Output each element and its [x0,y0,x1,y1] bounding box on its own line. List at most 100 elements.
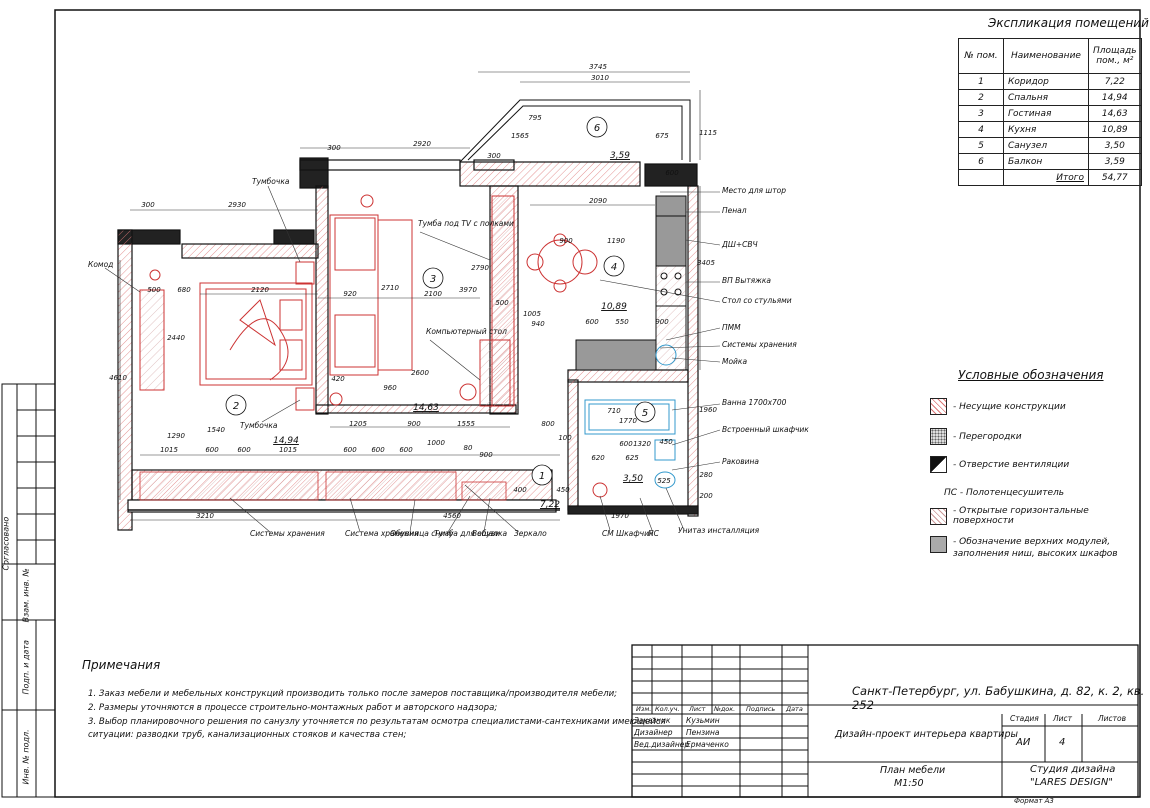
cell: 10,89 [1088,121,1142,138]
dim: 4560 [443,512,461,520]
label: Системы хранения [722,340,797,349]
label: ПММ [722,323,741,332]
label: Обувница снизу [390,529,454,538]
explication-title: Экспликация помещений [988,16,1149,30]
dim: 600 [371,446,385,454]
tb-person: Кузьмин [686,716,720,725]
dim: 3745 [589,63,607,71]
leader-lines [104,185,721,533]
dim: 1290 [167,432,185,440]
room-area: 7,22 [540,500,560,510]
dim: 620 [591,454,605,462]
label: Тумба для обуви [434,529,500,538]
notes-title: Примечания [82,658,161,672]
label: Место для штор [722,186,786,195]
dim: 600 [585,318,599,326]
room-number: 1 [539,471,545,482]
dim: 1555 [457,420,475,428]
tb-role: Дизайнер [634,728,673,737]
dim: 900 [407,420,421,428]
dim: 1015 [279,446,297,454]
tb-studio-2: "LARES DESIGN" [1030,777,1113,788]
dim: 300 [487,152,501,160]
dim: 3010 [591,74,609,82]
note-item: 1. Заказ мебели и мебельных конструкций … [88,689,618,699]
legend-label: - Отверстие вентиляции [953,459,1070,470]
stamp-vzam: Взам. инв. № [21,568,31,623]
cell: 4 [958,121,1004,138]
cell: Спальня [1003,89,1089,106]
label: Зеркало [514,529,547,538]
label: Тумбочка [240,421,278,430]
tb-sheet-label: Лист [1053,714,1073,723]
room-number: 2 [233,401,239,412]
room-number: 5 [642,408,648,419]
cell: 3,59 [1088,153,1142,170]
dim: 100 [558,434,572,442]
dim: 600 [343,446,357,454]
legend-swatch-vent [930,456,947,473]
stamp-podp: Подп. и дата [21,640,31,695]
tb-studio-1: Студия дизайна [1030,764,1116,775]
tb-person: Пензина [686,728,720,737]
cell: 3,50 [1088,137,1142,154]
dim: 960 [383,384,397,392]
legend-label: - Открытые горизонтальные поверхности [953,506,1089,526]
legend-label: ПС - Полотенцесушитель [944,488,1065,498]
dim: 420 [331,375,345,383]
tb-person: Ермаченко [686,740,729,749]
tb-role: Вед.дизайнер [634,740,690,749]
label: Пенал [722,206,747,215]
tb-format: Формат А3 [1014,797,1054,805]
dim: 3970 [459,286,477,294]
legend-title: Условные обозначения [958,368,1104,382]
dim: 2120 [251,286,269,294]
dim: 2790 [471,264,489,272]
cell: 2 [958,89,1004,106]
note-item: ситуации: разводки труб, канализационных… [88,730,407,740]
tb-col: Дата [786,705,803,713]
label: ВП Вытяжка [722,276,771,285]
label: Система хранения [345,529,419,538]
dim: 900 [479,451,493,459]
tb-stage: АИ [1016,737,1031,748]
dim: 1115 [699,129,717,137]
dim: 3405 [697,259,715,267]
legend-item: - Перегородки [930,428,1022,445]
legend-label: - Перегородки [953,431,1022,442]
col-area: Площадь пом., м² [1088,38,1142,74]
legend-swatch-dots [930,428,947,445]
tb-col: №док. [714,705,736,713]
dim: 300 [141,201,155,209]
dim: 900 [655,318,669,326]
legend-label: - Обозначение верхних модулей, заполнени… [953,537,1118,559]
furniture-labels: Тумбочка Комод Тумба под TV с полками Ко… [88,177,809,538]
dim: 600 [205,446,219,454]
tb-drawing-name: План мебели [880,765,946,776]
dim: 2710 [381,284,399,292]
dim: 1190 [607,237,625,245]
cell: Балкон [1003,153,1089,170]
col-num: № пом. [958,38,1004,74]
tb-col: Подпись [746,705,776,713]
cell: Коридор [1003,73,1089,90]
dim: 450 [659,438,673,446]
kitchen-furniture [526,195,687,371]
legend-item: ПС - Полотенцесушитель [944,488,1064,498]
room-number: 6 [594,123,600,134]
cell: 14,63 [1088,105,1142,122]
room-area: 14,94 [273,436,299,446]
dim: 450 [556,486,570,494]
legend-swatch-grey [930,536,947,553]
tb-col: Лист [689,705,706,713]
tb-sheet: 4 [1059,737,1066,748]
cell: Кухня [1003,121,1089,138]
label: Ванна 1700х700 [722,398,787,407]
label: Компьютерный стол [426,327,507,336]
tb-project: Дизайн-проект интерьера квартиры [835,729,1019,740]
label: ДШ+СВЧ [721,240,758,249]
title-block-grid [631,644,1139,798]
room-number: 3 [430,274,436,285]
cell: 3 [958,105,1004,122]
